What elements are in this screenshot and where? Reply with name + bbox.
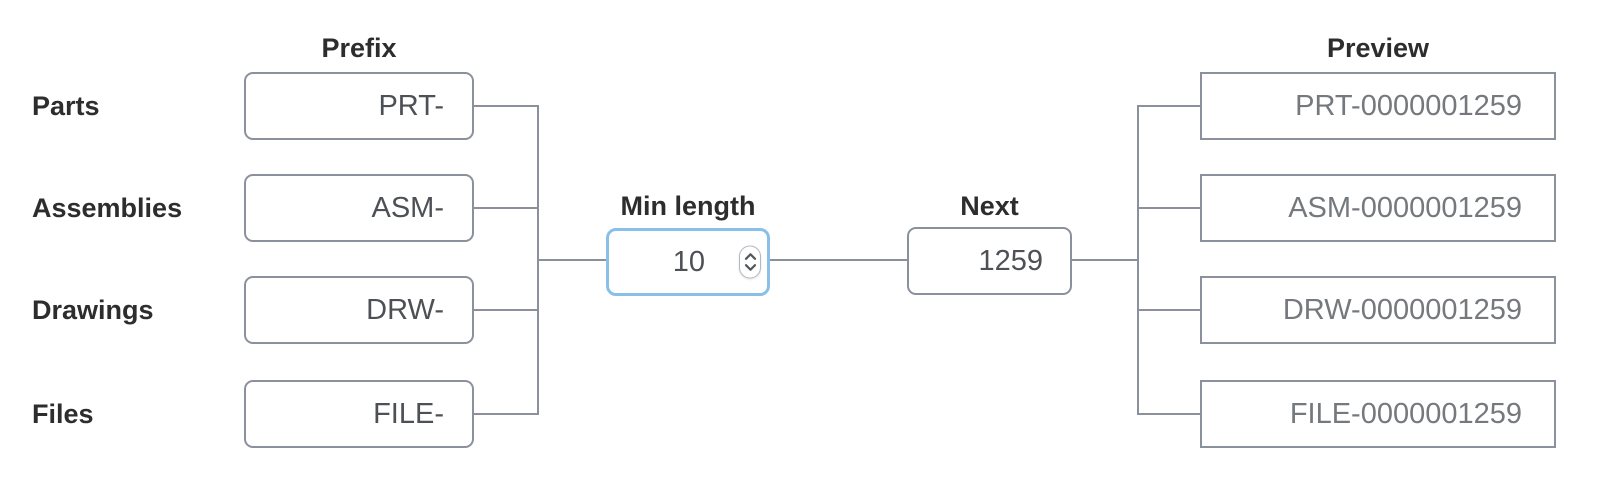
connector-stub-preview-files	[1137, 413, 1200, 415]
min-length-stepper	[739, 245, 761, 279]
min-length-label: Min length	[620, 191, 756, 221]
prefix-input-parts[interactable]	[244, 72, 474, 140]
connector-stub-assemblies	[473, 207, 539, 209]
connector-min-length-to-next	[770, 259, 907, 261]
preview-assemblies: ASM-0000001259	[1200, 174, 1556, 242]
next-number-input[interactable]	[907, 227, 1072, 295]
chevron-up-icon[interactable]	[744, 253, 757, 261]
connector-stub-files	[473, 413, 539, 415]
row-label-assemblies: Assemblies	[32, 193, 183, 223]
prefix-input-drawings[interactable]	[244, 276, 474, 344]
connector-stub-preview-drawings	[1137, 309, 1200, 311]
connector-stub-preview-parts	[1137, 105, 1200, 107]
preview-drawings: DRW-0000001259	[1200, 276, 1556, 344]
connector-from-next	[1072, 259, 1139, 261]
row-label-parts: Parts	[32, 91, 100, 121]
min-length-field	[606, 228, 770, 296]
chevron-down-icon[interactable]	[744, 264, 757, 272]
preview-column-header: Preview	[1326, 33, 1430, 63]
connector-right-vertical	[1137, 105, 1139, 415]
prefix-column-header: Prefix	[321, 33, 397, 63]
preview-files: FILE-0000001259	[1200, 380, 1556, 448]
prefix-input-files[interactable]	[244, 380, 474, 448]
connector-to-min-length	[537, 259, 606, 261]
next-number-label: Next	[960, 191, 1019, 221]
connector-stub-parts	[473, 105, 539, 107]
row-label-files: Files	[32, 399, 94, 429]
connector-stub-preview-assemblies	[1137, 207, 1200, 209]
row-label-drawings: Drawings	[32, 295, 154, 325]
connector-stub-drawings	[473, 309, 539, 311]
preview-parts: PRT-0000001259	[1200, 72, 1556, 140]
prefix-input-assemblies[interactable]	[244, 174, 474, 242]
